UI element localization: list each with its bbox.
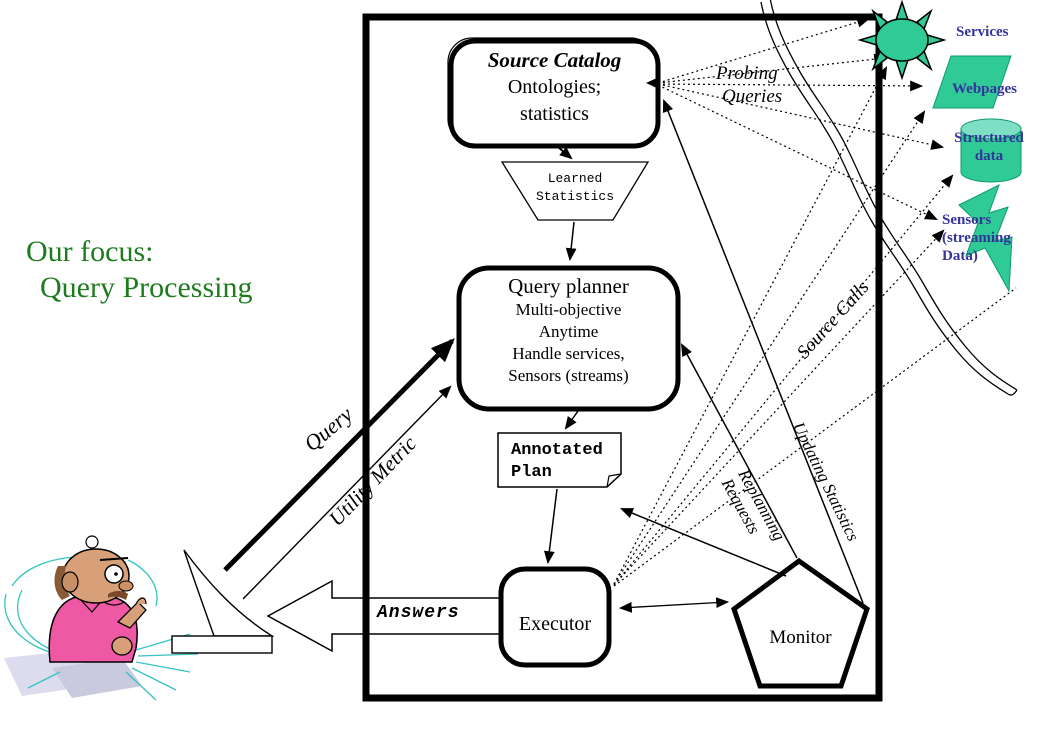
user-fist [111, 636, 133, 656]
sensors-label: Sensors (streaming Data) [942, 212, 1011, 264]
arrow-monitor-to-plan [619, 508, 787, 577]
system-frame [362, 13, 883, 702]
services-label: Services [956, 24, 1009, 40]
services-icon [857, 0, 947, 81]
planner-feature: Anytime [538, 322, 599, 341]
query-planner-box [456, 265, 681, 412]
annotated-plan-shape [497, 432, 622, 488]
terminal-base [171, 635, 273, 654]
probing-queries-label: Probing Queries [716, 63, 783, 107]
user-mustache [108, 591, 128, 600]
annotated-plan-label: Annotated Plan [511, 441, 603, 482]
structured-data-icon [960, 118, 1022, 183]
paper [52, 658, 142, 698]
user-nose [118, 580, 134, 592]
webpages-label: Webpages [952, 81, 1018, 97]
structured-data-label: Structured data [954, 130, 1024, 164]
planner-feature: Sensors (streams) [508, 366, 629, 385]
arrow-plan-to-executor [543, 488, 558, 565]
arrow-query [223, 338, 455, 572]
source-calls-lines [613, 66, 1017, 587]
user-hand [116, 601, 147, 629]
learned-statistics-label: Learned Statistics [535, 171, 614, 204]
probing-return-arrowhead [646, 77, 659, 89]
terminal-icon [183, 549, 275, 637]
hair-curl [85, 535, 99, 549]
source-catalog-line1: Ontologies; [507, 76, 602, 98]
planner-feature: Multi-objective [515, 300, 622, 319]
arrow-updating-statistics [662, 98, 864, 604]
user-glasses [104, 564, 124, 584]
arrow-stats-to-planner [565, 221, 577, 262]
query-planner-title: Query planner [508, 274, 629, 298]
slide-title-line2: Query Processing [40, 271, 253, 304]
user-ear [61, 571, 79, 593]
planner-feature: Handle services, [512, 344, 625, 363]
source-catalog-line2: statistics [520, 103, 589, 125]
monitor-label: Monitor [769, 627, 832, 648]
answers-label: Answers [377, 603, 460, 623]
solid-arrows [223, 98, 864, 613]
query-planner-text: Query planner Multi-objective Anytime Ha… [459, 273, 678, 387]
arrow-catalog-to-stats [557, 146, 573, 160]
executor-label: Executor [518, 613, 592, 635]
monitor-shape [731, 557, 870, 689]
executor-box [498, 566, 612, 668]
user-clipart [4, 535, 275, 701]
slide-title: Our focus: Query Processing [26, 234, 252, 306]
arrow-replanning [680, 343, 798, 559]
source-catalog-text: Source Catalog Ontologies; statistics [451, 47, 658, 128]
slide-title-line1: Our focus: [26, 235, 154, 268]
annotated-plan-fold [606, 473, 622, 488]
probing-queries-lines [657, 16, 945, 220]
webpages-icon [932, 55, 1012, 109]
learned-statistics-shape [500, 161, 650, 221]
sensors-icon [958, 183, 1013, 293]
arrow-utility-metric [242, 385, 452, 600]
source-catalog-title: Source Catalog [487, 48, 622, 72]
arrow-executor-monitor [618, 597, 730, 613]
arrow-planner-to-plan [564, 410, 579, 430]
motion-swoosh [4, 556, 199, 701]
river-icon [760, 0, 1018, 396]
source-catalog-box [448, 38, 661, 149]
